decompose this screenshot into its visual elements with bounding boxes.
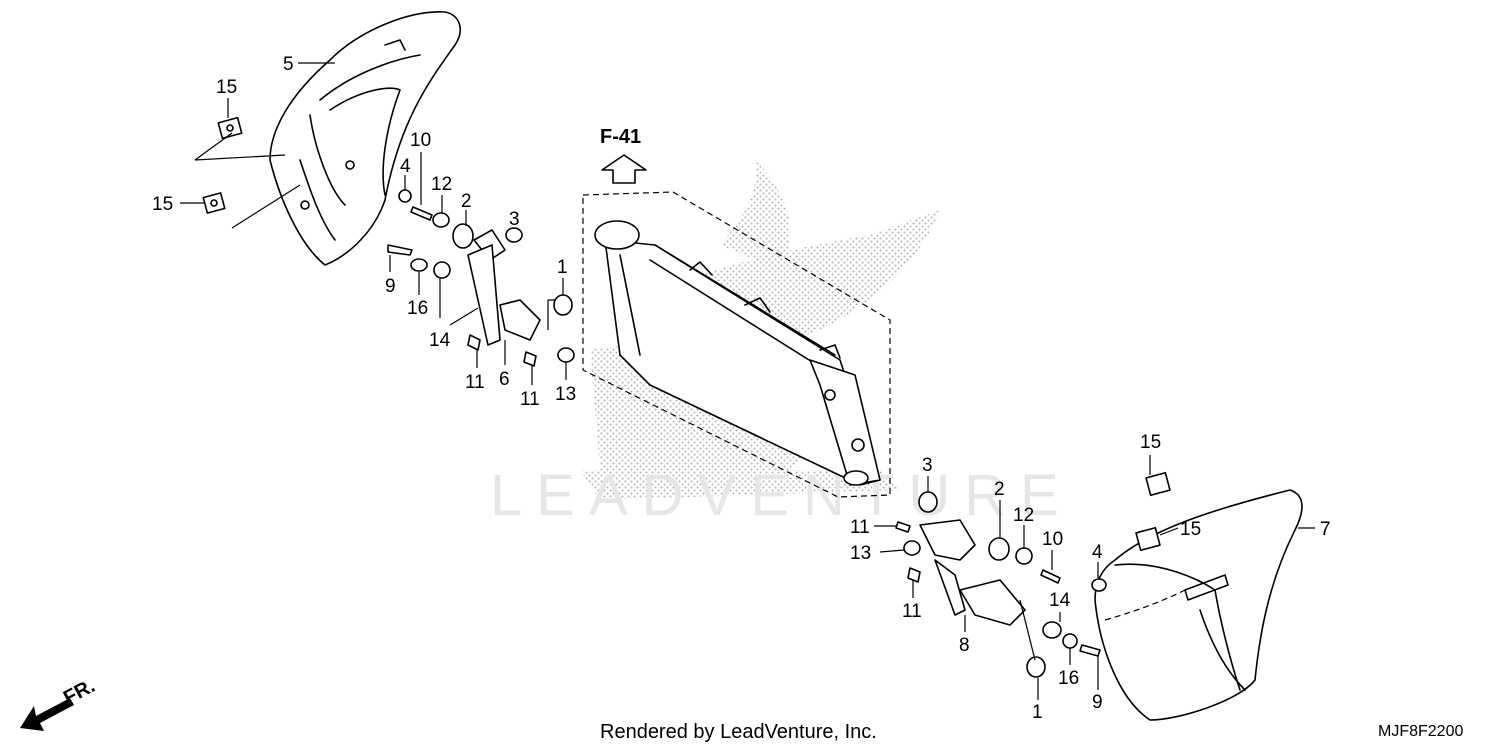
- diagram-code: MJF8F2200: [1378, 723, 1463, 740]
- callout-14[interactable]: 14: [429, 330, 451, 351]
- callout-13[interactable]: 13: [555, 384, 576, 405]
- callout-13[interactable]: 13: [850, 543, 871, 564]
- callout-15[interactable]: 15: [152, 194, 173, 215]
- callout-10[interactable]: 10: [1042, 529, 1063, 550]
- right-radiator-shroud[interactable]: [1094, 471, 1303, 721]
- callout-3[interactable]: 3: [509, 209, 520, 230]
- callout-11[interactable]: 11: [520, 389, 540, 410]
- reference-label: F-41: [600, 126, 641, 148]
- callout-16[interactable]: 16: [1058, 668, 1079, 689]
- leader-lines: [180, 62, 1315, 700]
- upper-fastener-group: [202, 116, 575, 367]
- callout-9[interactable]: 9: [385, 276, 396, 297]
- callout-3[interactable]: 3: [922, 455, 933, 476]
- callout-1[interactable]: 1: [1032, 702, 1043, 723]
- watermark-text: LEADVENTURE: [490, 463, 1073, 528]
- reference-arrow-icon: [601, 154, 647, 184]
- callout-4[interactable]: 4: [1092, 542, 1103, 563]
- callout-10[interactable]: 10: [410, 130, 431, 151]
- callout-6[interactable]: 6: [499, 369, 510, 390]
- front-arrow-icon: [20, 698, 74, 731]
- callout-11[interactable]: 11: [850, 517, 870, 538]
- reference-f41[interactable]: F-41: [600, 126, 647, 184]
- callout-4[interactable]: 4: [400, 156, 411, 177]
- upper-callouts: 5 15 15 10 4 12 2 3 1 9 16 14 11 6 11 13: [152, 54, 576, 410]
- callout-1[interactable]: 1: [557, 257, 568, 278]
- callout-2[interactable]: 2: [461, 191, 472, 212]
- render-credit: Rendered by LeadVenture, Inc.: [600, 721, 877, 743]
- callout-5[interactable]: 5: [283, 54, 294, 75]
- front-direction-indicator: FR.: [20, 675, 99, 731]
- callout-15[interactable]: 15: [1180, 519, 1201, 540]
- callout-16[interactable]: 16: [407, 298, 428, 319]
- left-radiator-shroud[interactable]: [269, 11, 461, 266]
- lower-fastener-group: [895, 491, 1107, 678]
- callout-15[interactable]: 15: [216, 77, 237, 98]
- callout-14[interactable]: 14: [1049, 590, 1071, 611]
- callout-11[interactable]: 11: [465, 372, 485, 393]
- callout-12[interactable]: 12: [1013, 505, 1034, 526]
- radiator-reference: [582, 191, 891, 498]
- callout-7[interactable]: 7: [1320, 519, 1331, 540]
- lower-callouts: 3 2 12 10 4 11 13 11 8 14 1 16 9 15 15 7: [850, 432, 1331, 723]
- callout-15[interactable]: 15: [1140, 432, 1161, 453]
- callout-2[interactable]: 2: [994, 479, 1005, 500]
- callout-12[interactable]: 12: [431, 174, 452, 195]
- callout-8[interactable]: 8: [959, 635, 970, 656]
- callout-11[interactable]: 11: [902, 601, 922, 622]
- callout-9[interactable]: 9: [1092, 692, 1103, 713]
